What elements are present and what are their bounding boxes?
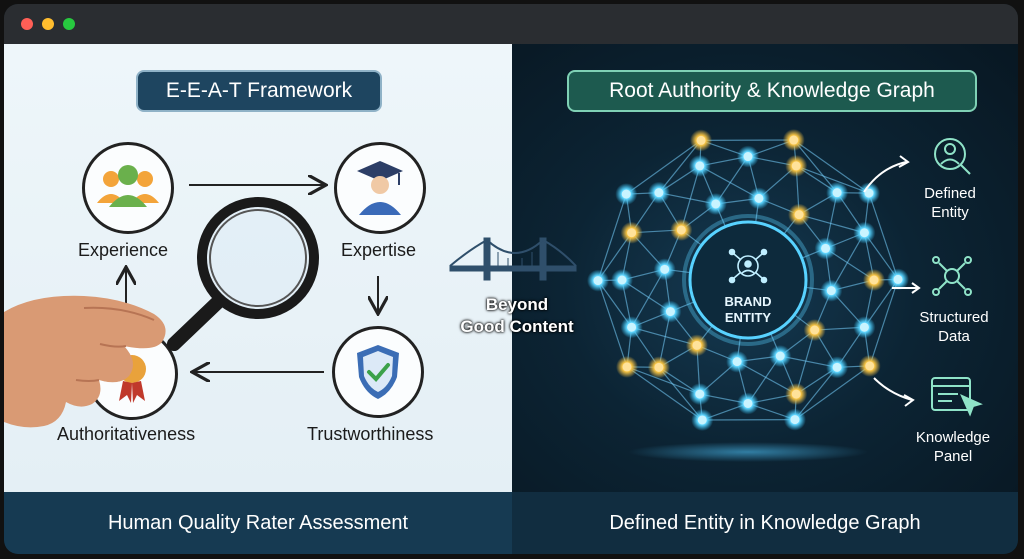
close-window-button[interactable]	[21, 18, 33, 30]
graph-node-core	[832, 362, 842, 372]
graph-node-core	[660, 264, 670, 274]
knowledge-panel-item: Knowledge Panel	[915, 429, 991, 465]
graph-node-core	[832, 188, 842, 198]
arrow-to-knowledge-panel	[873, 377, 913, 401]
graph-node-core	[791, 389, 801, 399]
graph-base-glow	[628, 442, 868, 462]
graph-node-core	[711, 199, 721, 209]
graph-node-core	[654, 188, 664, 198]
graph-node-core	[692, 340, 702, 350]
expertise-label: Expertise	[341, 240, 417, 260]
graph-node-core	[627, 228, 637, 238]
shield-check-icon	[357, 345, 399, 399]
graph-node-core	[676, 225, 686, 235]
graph-node-core	[775, 351, 785, 361]
graph-node-core	[695, 161, 705, 171]
defined-entity-item: Defined Entity	[924, 185, 976, 221]
graph-node-core	[697, 415, 707, 425]
graph-node-core	[791, 161, 801, 171]
graph-node-core	[593, 276, 603, 286]
knowledge-graph-panel: Root Authority & Knowledge Graph	[512, 44, 1018, 492]
graph-node-core	[622, 362, 632, 372]
graph-node-core	[665, 307, 675, 317]
hand-icon	[4, 295, 166, 428]
people-group-icon	[97, 165, 159, 207]
trust-circle	[332, 326, 424, 418]
expertise-circle	[334, 142, 426, 234]
graph-node-core	[810, 325, 820, 335]
graph-node-core	[821, 243, 831, 253]
panel-cursor-icon	[931, 377, 983, 417]
left-footer: Human Quality Rater Assessment	[4, 492, 512, 554]
experience-circle	[82, 142, 174, 234]
brand-entity-label: BRAND ENTITY	[724, 294, 772, 325]
maximize-window-button[interactable]	[63, 18, 75, 30]
graph-node-core	[864, 188, 874, 198]
minimize-window-button[interactable]	[42, 18, 54, 30]
graph-node-core	[826, 286, 836, 296]
bridge-label: Beyond Good Content	[460, 295, 574, 336]
graduate-icon	[357, 161, 403, 215]
arrow-to-defined-entity	[863, 161, 907, 193]
authoritativeness-label: Authoritativeness	[57, 424, 196, 444]
trustworthiness-label: Trustworthiness	[307, 424, 434, 444]
graph-node-core	[790, 415, 800, 425]
hub-network-icon	[728, 248, 768, 284]
graph-node-core	[627, 322, 637, 332]
graph-node-core	[794, 210, 804, 220]
experience-label: Experience	[78, 240, 169, 260]
graph-node-core	[859, 322, 869, 332]
magnifier-icon	[167, 197, 319, 351]
title-bar	[4, 4, 1018, 44]
knowledge-graph-title: Root Authority & Knowledge Graph	[567, 70, 977, 112]
graph-node-core	[869, 275, 879, 285]
graph-node-core	[865, 361, 875, 371]
graph-node-core	[789, 135, 799, 145]
right-footer: Defined Entity in Knowledge Graph	[512, 492, 1018, 554]
app-window: E-E-A-T Framework Experience	[4, 4, 1018, 554]
knowledge-graph-network	[587, 129, 983, 462]
graph-node-core	[893, 274, 903, 284]
eeat-panel: E-E-A-T Framework Experience	[4, 44, 512, 492]
graph-node-core	[743, 398, 753, 408]
graph-node-core	[696, 135, 706, 145]
graph-node-core	[754, 193, 764, 203]
network-icon	[932, 256, 972, 296]
eeat-title: E-E-A-T Framework	[136, 70, 382, 112]
graph-node-core	[695, 389, 705, 399]
graph-node-core	[617, 275, 627, 285]
structured-data-item: Structured Data	[919, 309, 989, 345]
person-search-icon	[934, 138, 971, 175]
graph-node-core	[621, 189, 631, 199]
graph-node-core	[859, 228, 869, 238]
graph-node-core	[732, 357, 742, 367]
brand-entity-hub	[688, 220, 808, 340]
hand-magnifier-illustration	[4, 197, 319, 428]
graph-node-core	[743, 152, 753, 162]
graph-node-core	[654, 362, 664, 372]
